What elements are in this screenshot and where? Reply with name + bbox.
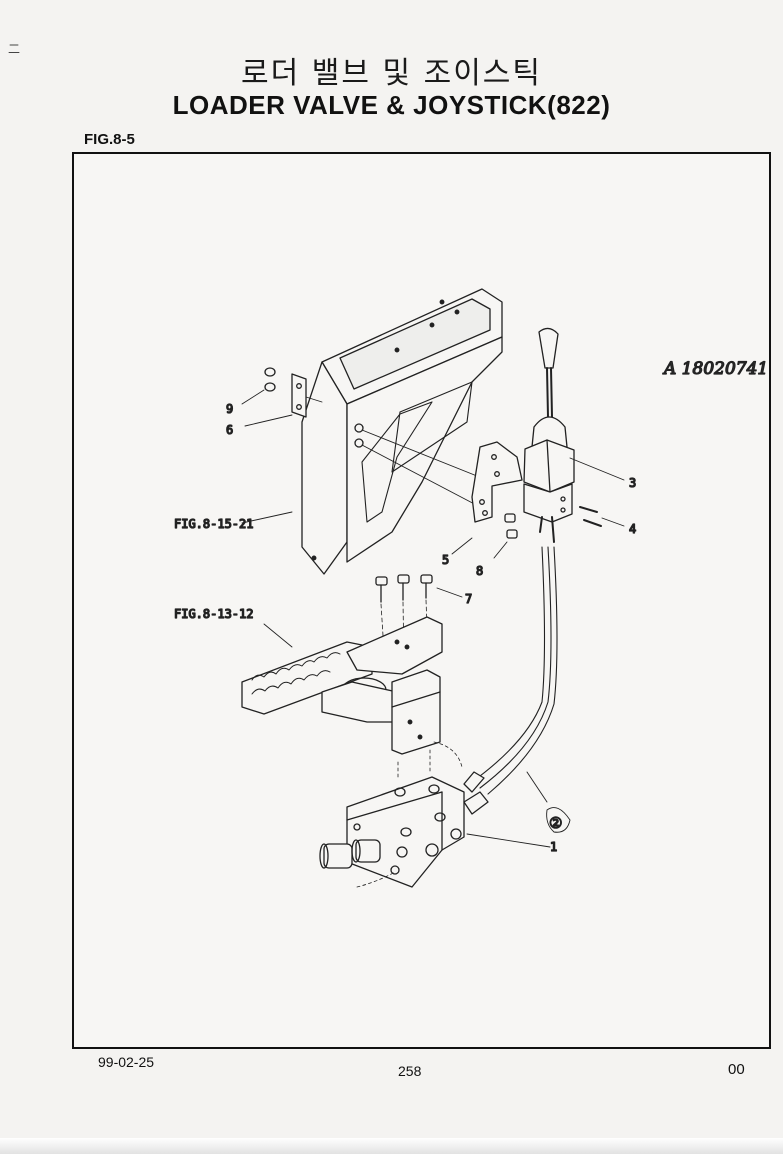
part-3-joystick [523,327,625,543]
step-frame-drawing [241,616,443,778]
scan-edge [0,1138,783,1154]
page-title-english: LOADER VALVE & JOYSTICK(822) [172,90,611,120]
footer-page-number: 258 [398,1063,422,1079]
part-2-hoses [471,546,571,833]
callout-fig-8-13-12: FIG.8-13-12 [174,607,253,621]
footer-date: 99-02-25 [98,1054,155,1070]
callout-4: 4 [629,522,636,536]
callout-2: ② [549,814,562,832]
part-5-bracket [451,441,523,555]
callout-1: 1 [550,840,557,854]
parts-diagram: 9 6 FIG.8-15-21 3 4 5 8 7 FIG.8-13-12 1 … [173,288,769,888]
margin-mark: 二 [8,42,21,56]
part-6-plate [244,373,323,427]
part-1-control-valve [319,741,551,888]
callout-8: 8 [476,564,483,578]
figure-label: FIG.8-5 [84,131,135,148]
callout-fig-8-15-21: FIG.8-15-21 [174,517,253,531]
callout-9: 9 [226,402,233,416]
drawing-frame: 9 6 FIG.8-15-21 3 4 5 8 7 FIG.8-13-12 1 … [72,152,771,1049]
callout-5: 5 [442,553,449,567]
seat-back-drawing [241,288,503,575]
part-9-bolts [241,367,276,405]
part-8-bolts [493,513,518,559]
part-4-screws [579,506,625,527]
handwritten-part-note: A 18020741 [662,359,768,379]
callout-6: 6 [226,423,233,437]
callout-3: 3 [629,476,636,490]
footer-revision: 00 [728,1061,745,1078]
page-title-korean: 로더 밸브 및 조이스틱 [240,56,542,91]
callout-7: 7 [465,592,472,606]
